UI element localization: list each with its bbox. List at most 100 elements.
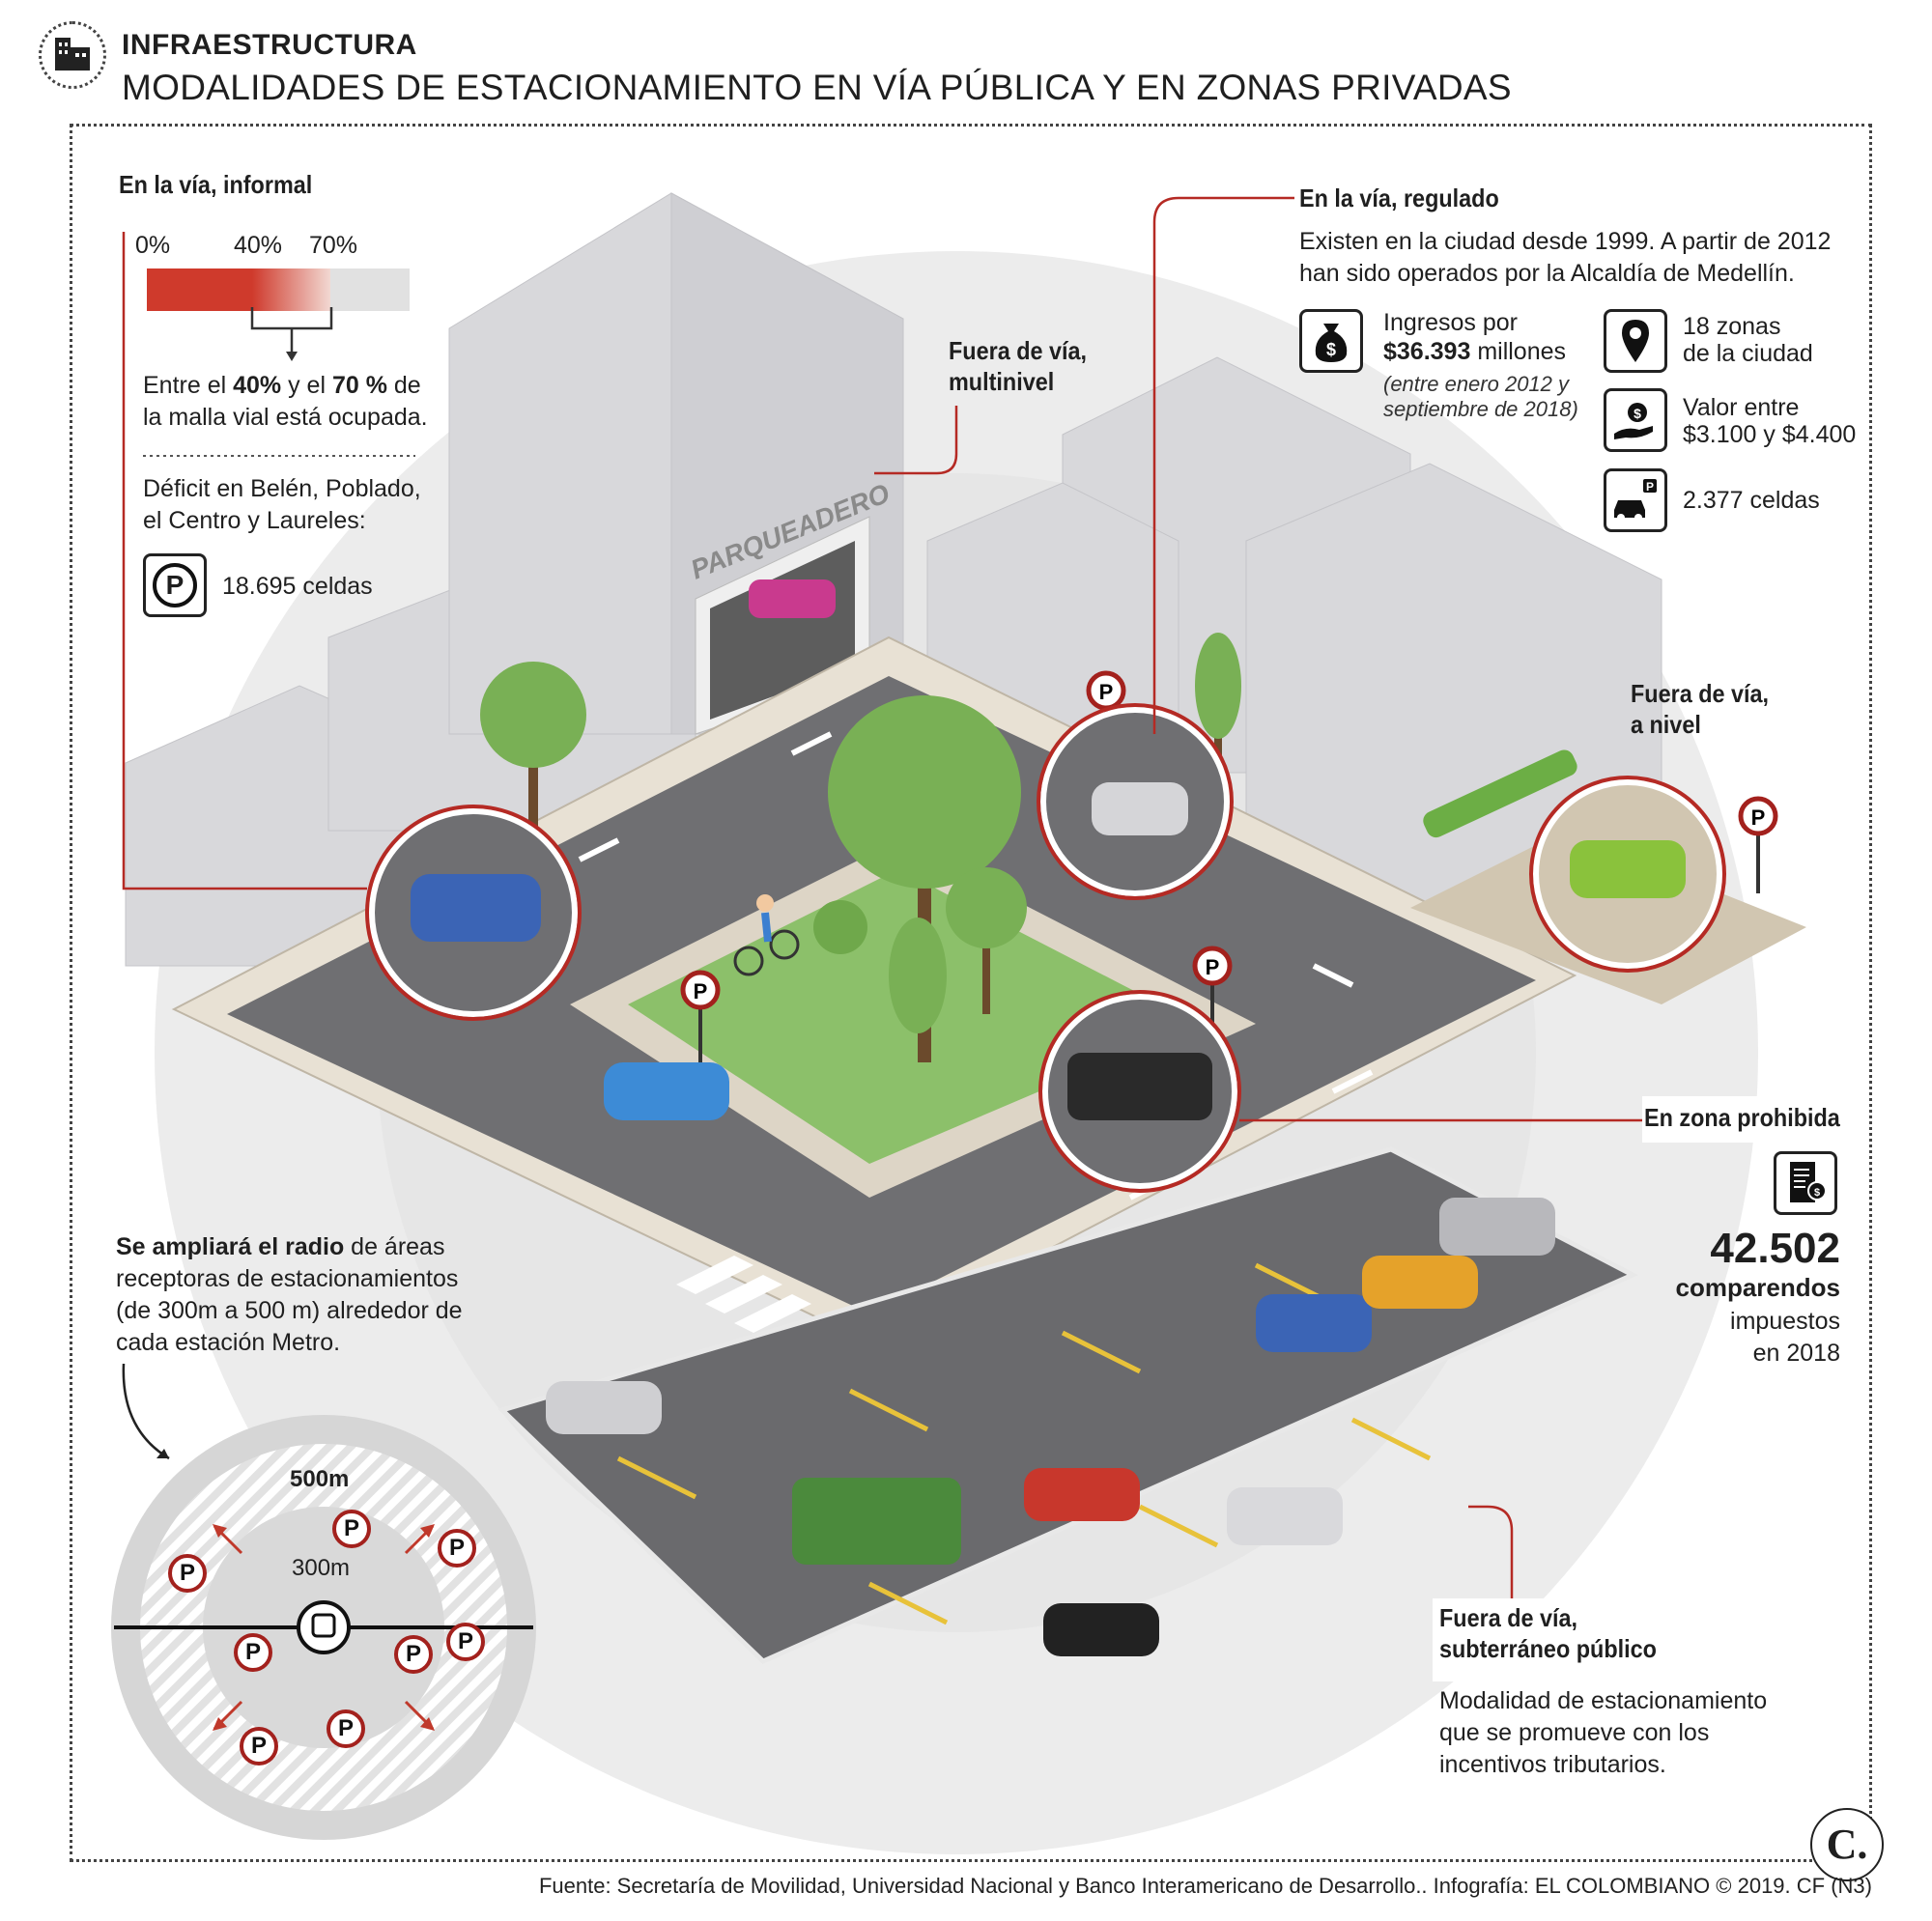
frame [70, 124, 1872, 1862]
car-parking-icon: P [1604, 468, 1667, 532]
scale-label-40: 40% [234, 232, 283, 259]
footer-source: Fuente: Secretaría de Movilidad, Univers… [538, 1874, 1872, 1898]
blue-car-road [604, 1062, 729, 1120]
prohibida-heading: En zona prohibida [1644, 1103, 1840, 1132]
prohibida-label-bg [1642, 1096, 1855, 1143]
zones-line1: 18 zonas [1683, 313, 1781, 340]
subterraneo-desc-2: que se promueve con los [1439, 1719, 1710, 1746]
trees [480, 633, 1241, 1062]
kicker: INFRAESTRUCTURA [122, 29, 417, 61]
silver-suv [546, 1381, 662, 1434]
metro-p-badge-6: P [446, 1623, 485, 1661]
underground-deck [497, 1146, 1638, 1664]
location-pin-icon [1604, 309, 1667, 373]
nivel-heading-2: a nivel [1631, 710, 1701, 739]
comparendos-line3: en 2018 [1752, 1340, 1840, 1367]
multinivel-heading-1: Fuera de vía, [949, 336, 1088, 365]
highlight-circles [365, 703, 1726, 1193]
metro-p-badge-4: P [234, 1633, 272, 1672]
ticket-icon: $ [1774, 1151, 1837, 1215]
radio-line4: cada estación Metro. [116, 1329, 341, 1356]
income-line1: Ingresos por [1383, 309, 1518, 336]
svg-text:$: $ [1326, 340, 1336, 359]
subterraneo-label-bg [1433, 1598, 1664, 1681]
money-bag-icon: $ [1299, 309, 1363, 373]
informal-desc-line2: la malla vial está ocupada. [143, 404, 428, 431]
scale-label-0: 0% [135, 232, 171, 259]
svg-text:$: $ [1634, 406, 1641, 421]
underground-lines [616, 1262, 1432, 1625]
deficit-line1: Déficit en Belén, Poblado, [143, 475, 421, 502]
parking-p-icon: P [143, 553, 207, 617]
income-note-1: (entre enero 2012 y [1383, 372, 1570, 396]
metro-p-badge-1: P [332, 1510, 371, 1548]
multinivel-heading-2: multinivel [949, 367, 1055, 396]
hedge [1423, 749, 1577, 838]
occupancy-bar-min-fill [147, 268, 252, 311]
zones-line2: de la ciudad [1683, 340, 1813, 367]
page-title: MODALIDADES DE ESTACIONAMIENTO EN VÍA PÚ… [122, 68, 1512, 107]
svg-text:$: $ [1814, 1187, 1820, 1199]
subterraneo-heading-2: subterráneo público [1439, 1634, 1657, 1663]
green-suv-ground [1570, 840, 1686, 898]
metro-p-badge-3: P [168, 1554, 207, 1593]
informal-cells: 18.695 celdas [222, 573, 373, 600]
black-pickup-prohibited [1067, 1053, 1212, 1120]
sign-p-2: P [694, 979, 708, 1003]
metro-p-badge-2: P [438, 1529, 476, 1568]
sign-p-1: P [1099, 680, 1114, 704]
metro-p-badge-5: P [394, 1635, 433, 1674]
train-icon [311, 1613, 336, 1638]
regulado-heading: En la vía, regulado [1299, 184, 1499, 212]
radio-line3: (de 300m a 500 m) alrededor de [116, 1297, 463, 1324]
scale-label-70: 70% [309, 232, 358, 259]
magenta-car [749, 579, 836, 618]
coin-hand-icon: $ [1604, 388, 1667, 452]
occupancy-bar [147, 268, 410, 311]
regulado-cells: 2.377 celdas [1683, 487, 1820, 514]
informal-desc-line1: Entre el 40% y el 70 % de [143, 372, 421, 399]
building-icon [39, 21, 106, 89]
white-truck [1227, 1487, 1343, 1545]
sign-p-4: P [1751, 805, 1766, 830]
blue-suv [1256, 1294, 1372, 1352]
regulado-desc-1: Existen en la ciudad desde 1999. A parti… [1299, 228, 1832, 255]
income-note-2: septiembre de 2018) [1383, 397, 1578, 421]
deficit-line2: el Centro y Laureles: [143, 507, 366, 534]
range-bracket [250, 307, 333, 361]
green-van [792, 1478, 961, 1565]
brand-logo: C. [1810, 1808, 1884, 1881]
svg-text:P: P [1646, 480, 1654, 494]
comparendos-count: 42.502 [1710, 1225, 1840, 1272]
nivel-heading-1: Fuera de vía, [1631, 679, 1770, 708]
silver-truck [1439, 1198, 1555, 1256]
regulado-desc-2: han sido operados por la Alcaldía de Med… [1299, 260, 1795, 287]
comparendos-label: comparendos [1675, 1273, 1841, 1302]
orange-car [1362, 1256, 1478, 1309]
radius-500-label: 500m [290, 1466, 350, 1492]
value-line1: Valor entre [1683, 394, 1800, 421]
comparendos-line2: impuestos [1730, 1308, 1840, 1335]
blue-suv-informal [411, 874, 541, 942]
metro-radius-diagram [111, 1415, 536, 1840]
subterraneo-heading-1: Fuera de vía, [1439, 1603, 1578, 1632]
cyclist [733, 894, 800, 976]
silver-car-regulated [1092, 782, 1188, 835]
occupancy-bar-range-fill [251, 268, 331, 311]
black-car [1043, 1603, 1159, 1656]
informal-heading: En la vía, informal [119, 170, 313, 199]
red-car [1024, 1468, 1140, 1521]
income-value-line: $36.393 millones [1383, 338, 1567, 365]
underground-cars [546, 1198, 1555, 1656]
subterraneo-desc-1: Modalidad de estacionamiento [1439, 1687, 1768, 1714]
callout-lines [122, 196, 1642, 1603]
crosswalk [676, 1256, 811, 1333]
metro-p-badge-7: P [240, 1727, 278, 1766]
radius-300-label: 300m [292, 1555, 351, 1581]
radio-line2: receptoras de estacionamientos [116, 1265, 459, 1292]
value-line2: $3.100 y $4.400 [1683, 421, 1857, 448]
parking-signs: P P P P [680, 670, 1778, 1082]
metro-p-badge-8: P [327, 1709, 365, 1748]
sign-p-3: P [1206, 955, 1220, 979]
